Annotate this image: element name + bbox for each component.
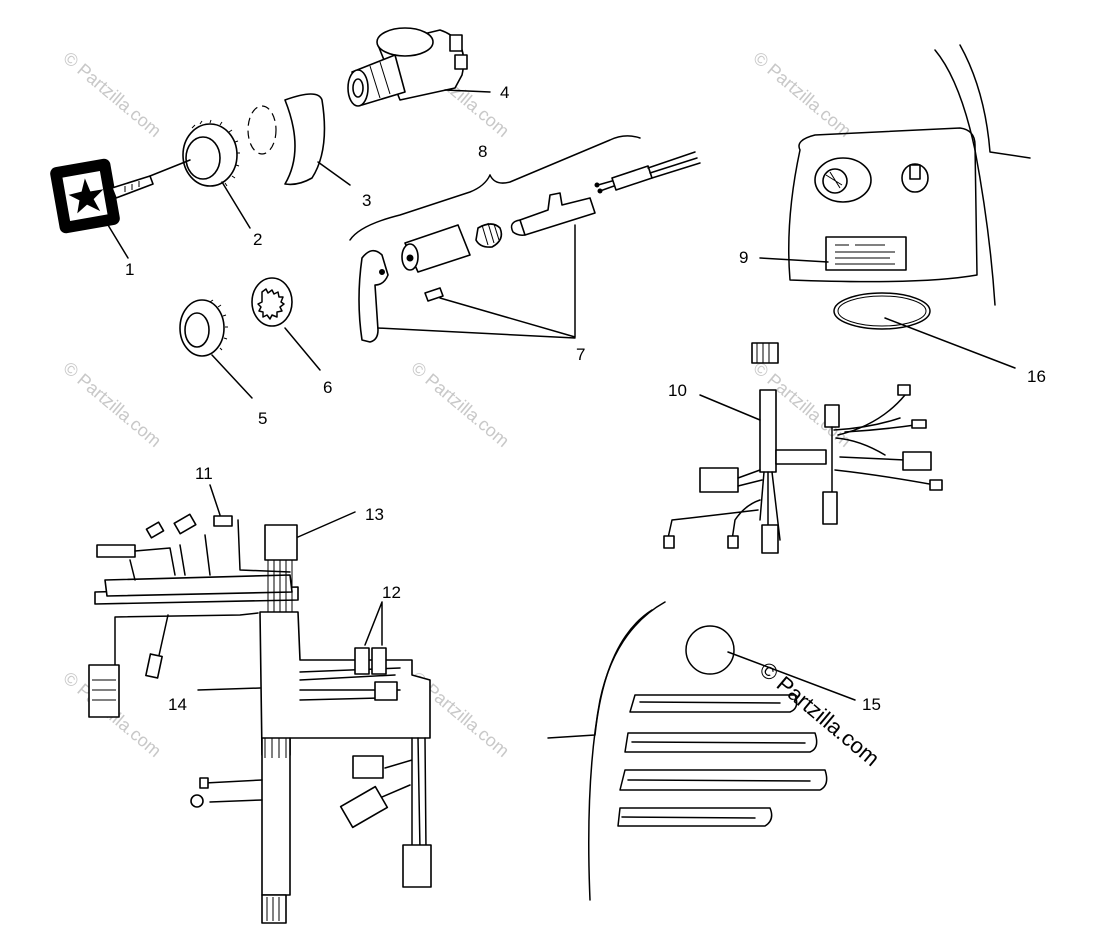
hood-part-15: [547, 601, 828, 901]
callout-13: 13: [365, 505, 384, 524]
nut-part-5: [179, 299, 228, 357]
callout-9: 9: [739, 248, 748, 267]
ignition-switch-part-4: [347, 27, 468, 107]
callout-2: 2: [253, 230, 262, 249]
callout-5: 5: [258, 409, 267, 428]
bezel-nut-part-2: [149, 119, 240, 187]
washer-outline: [247, 105, 277, 155]
callout-10: 10: [668, 381, 687, 400]
watermarks: © Partzilla.com © Partzilla.com © Partzi…: [59, 48, 855, 761]
watermark: © Partzilla.com: [59, 358, 165, 451]
callout-labels: 1 2 3 4 5 6 7 8 9 10 11 12 13 14 15 16: [125, 83, 1046, 714]
ring-part-16: [833, 292, 931, 330]
callout-7: 7: [576, 345, 585, 364]
callout-16: 16: [1027, 367, 1046, 386]
key-part-1: [50, 158, 154, 234]
callout-11: 11: [195, 464, 213, 483]
choke-assembly-part-8: [349, 135, 701, 343]
callout-12: 12: [382, 583, 401, 602]
harness-part-10: [663, 342, 943, 554]
callout-4: 4: [500, 83, 509, 102]
callout-6: 6: [323, 378, 332, 397]
watermark: © Partzilla.com: [407, 358, 513, 451]
callout-1: 1: [125, 260, 134, 279]
watermark: © Partzilla.com: [59, 48, 165, 141]
leader-lines: [107, 89, 1016, 701]
lockwasher-part-6: [251, 277, 293, 327]
callout-8: 8: [478, 142, 487, 161]
dash-panel-part-9: [788, 44, 1031, 330]
callout-15: 15: [862, 695, 881, 714]
shield-part-3: [284, 93, 326, 186]
callout-3: 3: [362, 191, 371, 210]
watermark: © Partzilla.com: [749, 48, 855, 141]
callout-14: 14: [168, 695, 187, 714]
main-harness-part-14: [88, 513, 432, 924]
decal-part-15: [685, 625, 735, 675]
